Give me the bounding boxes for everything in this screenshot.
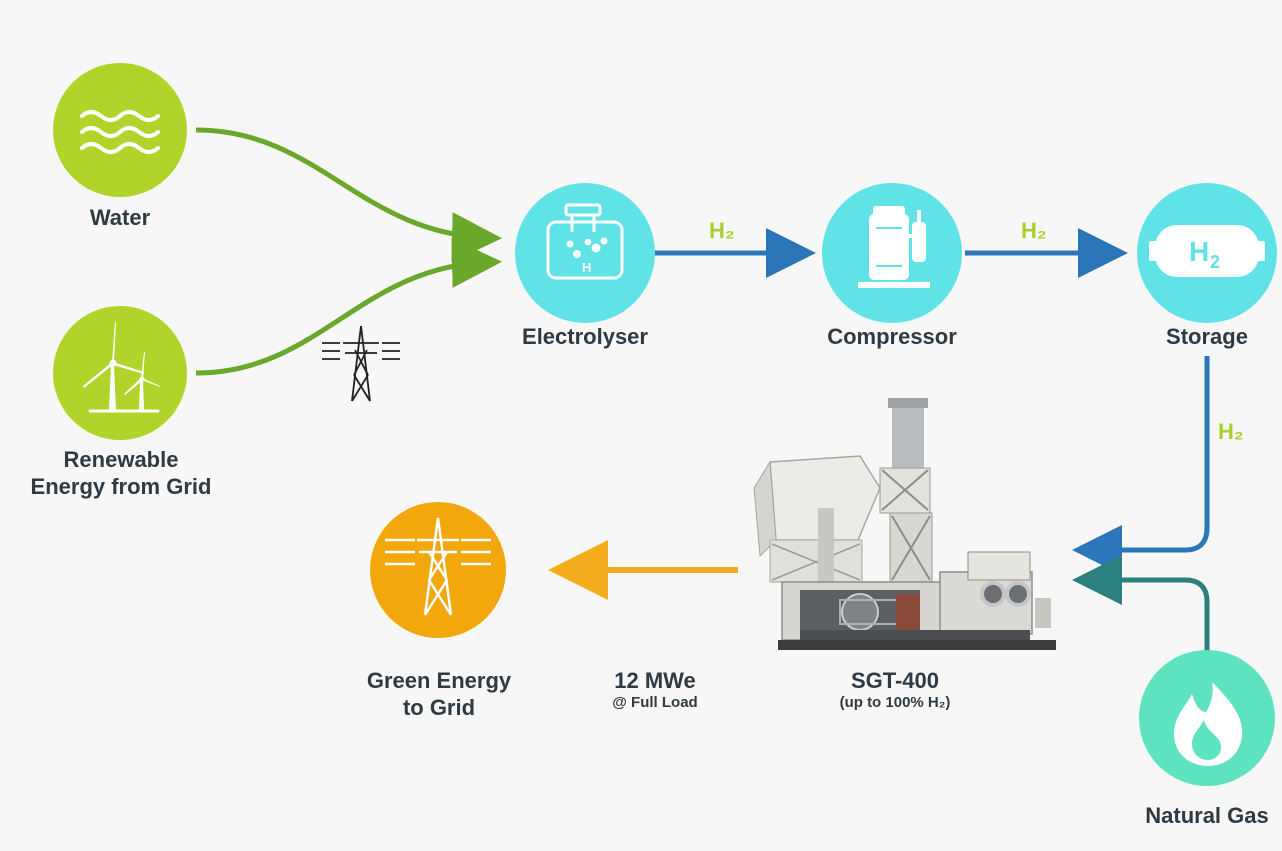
tank-h-subscript: 2 xyxy=(1210,252,1220,272)
renewable-label-line2: Energy from Grid xyxy=(30,474,212,499)
svg-text:H: H xyxy=(582,260,591,275)
output-note-label: @ Full Load xyxy=(612,694,698,711)
water-node xyxy=(53,63,187,197)
transmission-tower-icon xyxy=(322,325,400,402)
renewable-label: Renewable Energy from Grid xyxy=(10,446,232,500)
turbine-sublabel: (up to 100% H₂) xyxy=(839,694,951,711)
flame-icon xyxy=(1174,682,1243,766)
natural-gas-label: Natural Gas xyxy=(1145,803,1269,828)
storage-node: H 2 xyxy=(1137,183,1277,323)
tank-h-letter: H xyxy=(1189,236,1209,267)
renewable-node xyxy=(53,306,187,440)
energy-flow-arrow xyxy=(195,237,502,376)
wind-turbine-icon xyxy=(83,322,160,413)
compressor-node xyxy=(822,183,962,323)
compressor-label: Compressor xyxy=(827,324,957,349)
output-value-label: 12 MWe xyxy=(614,668,696,693)
h2-flow-label-3: H₂ xyxy=(1218,419,1244,444)
electrolyser-label: Electrolyser xyxy=(522,324,648,349)
hydrogen-tank-icon: H 2 xyxy=(1149,225,1265,277)
green-energy-label: Green Energy to Grid xyxy=(340,667,538,721)
electrolyser-node: H xyxy=(515,183,655,323)
natural-gas-node xyxy=(1139,650,1275,786)
green-energy-label-line1: Green Energy xyxy=(366,668,512,693)
green-energy-node xyxy=(370,502,506,638)
green-energy-label-line2: to Grid xyxy=(402,695,476,720)
storage-label: Storage xyxy=(1166,324,1248,349)
renewable-label-line1: Renewable xyxy=(63,447,179,472)
water-waves-icon xyxy=(80,110,160,154)
water-label: Water xyxy=(89,205,151,230)
h2-flow-label-2: H₂ xyxy=(1021,218,1047,243)
power-pylon-icon xyxy=(385,517,491,616)
turbine-label: SGT-400 xyxy=(850,668,940,693)
compressor-icon xyxy=(858,206,930,288)
h2-flow-arrow-3 xyxy=(1072,356,1210,575)
h2-flow-label-1: H₂ xyxy=(709,218,735,243)
water-flow-arrow xyxy=(195,127,502,263)
gas-turbine-package-icon xyxy=(753,398,1056,650)
natural-gas-flow-arrow xyxy=(1072,555,1210,652)
electrolyser-icon: H xyxy=(546,203,624,280)
